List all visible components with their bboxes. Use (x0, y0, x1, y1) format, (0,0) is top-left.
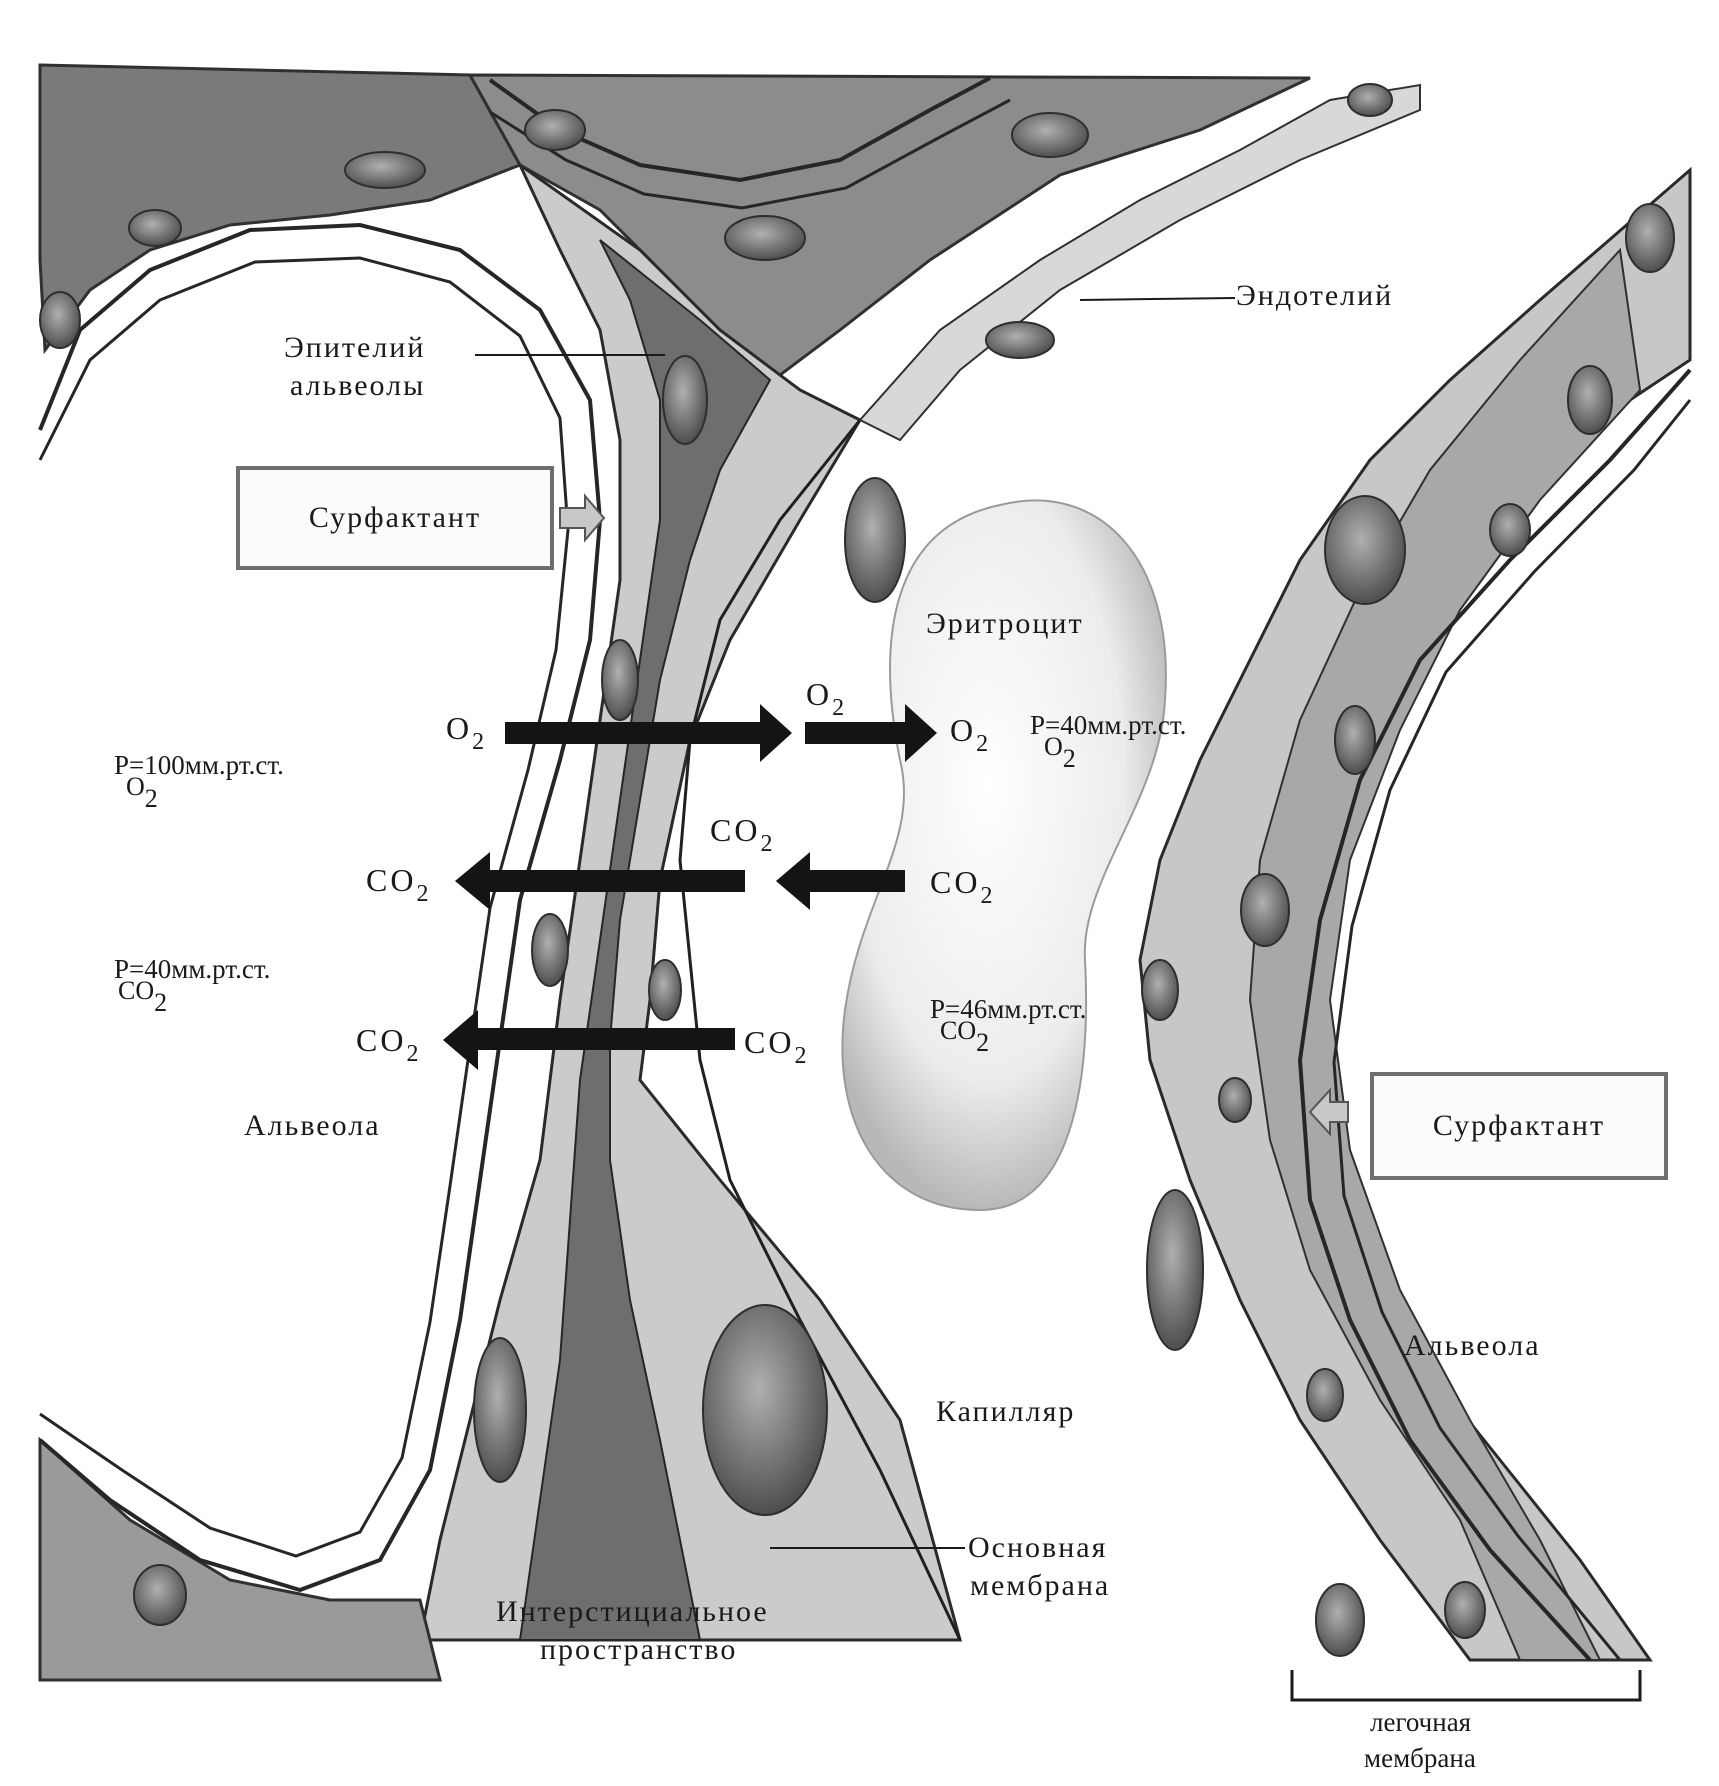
alveola-right-label: Альвеола (1404, 1329, 1541, 1362)
leader-lines (475, 297, 1236, 1549)
surfactant-arrow-left-shape (559, 493, 606, 543)
top-tissue-band (467, 73, 1311, 392)
top-alveola-wall-inner (489, 98, 1011, 210)
pressure-alveola-o2: P=100мм.рт.ст. O2 (114, 750, 284, 813)
leader-endothelium (1079, 297, 1236, 301)
pressure-blood-co2: P=46мм.рт.ст. CO2 (930, 994, 1087, 1057)
capillary-label: Капилляр (936, 1395, 1076, 1428)
lung-membrane-label-2: мембрана (1364, 1743, 1476, 1773)
basement-membrane-line (678, 419, 962, 1641)
interstitial-label-2: пространство (540, 1633, 738, 1666)
interstitial-label-1: Интерстициальное (496, 1595, 769, 1628)
endothelium-strip (858, 83, 1421, 442)
alveola-left-label: Альвеола (244, 1109, 381, 1142)
arrow-o2-2 (805, 704, 937, 762)
o2-label-membrane: O2 (806, 676, 845, 721)
right-alveola-wall-inner (1332, 399, 1692, 1661)
basement-membrane-label-1: Основная (968, 1531, 1108, 1564)
upper-left-tissue (38, 63, 523, 355)
co2-label-alveola-2: CO2 (356, 1022, 419, 1067)
o2-label-erythrocyte: O2 (950, 712, 989, 757)
co2-label-capillary: CO2 (744, 1024, 807, 1069)
arrow-o2-1 (505, 704, 792, 762)
erythrocyte-shape (841, 499, 1167, 1212)
cell-nuclei (39, 83, 1675, 1657)
surfactant-box-right: Сурфактант (1370, 1072, 1668, 1180)
alveolar-epithelium-label-2: альвеолы (290, 369, 426, 402)
erythrocyte-label: Эритроцит (926, 607, 1084, 640)
pressure-alveola-co2: P=40мм.рт.ст. CO2 (114, 954, 271, 1017)
surfactant-label-right: Сурфактант (1432, 1109, 1606, 1142)
co2-label-erythrocyte: CO2 (930, 864, 993, 909)
alveolar-epithelium-label-1: Эпителий (284, 331, 426, 364)
pressure-blood-o2: P=40мм.рт.ст. O2 (1030, 710, 1187, 773)
lung-membrane-label-1: легочная (1370, 1707, 1472, 1737)
arrow-co2-3 (443, 1010, 735, 1070)
gas-arrows (443, 704, 937, 1070)
basement-membrane-label-2: мембрана (970, 1569, 1111, 1602)
right-septum-inner (1248, 247, 1642, 1661)
endothelium-label: Эндотелий (1236, 279, 1394, 312)
lung-membrane-bracket (1290, 1670, 1642, 1702)
surfactant-label-left: Сурфактант (308, 501, 482, 534)
arrow-co2-1 (455, 852, 745, 910)
left-alveola-wall-inner (38, 256, 570, 1558)
co2-label-alveola-1: CO2 (366, 862, 429, 907)
left-alveola-wall-outer (38, 222, 603, 1593)
interstitium-core (518, 239, 772, 1641)
lower-left-tissue (38, 1436, 442, 1682)
surfactant-box-left: Сурфактант (236, 466, 554, 570)
co2-label-membrane: CO2 (710, 812, 773, 857)
arrow-co2-2 (776, 852, 905, 910)
o2-label-alveola: O2 (446, 710, 485, 755)
surfactant-arrow-right-shape (1308, 1087, 1349, 1137)
